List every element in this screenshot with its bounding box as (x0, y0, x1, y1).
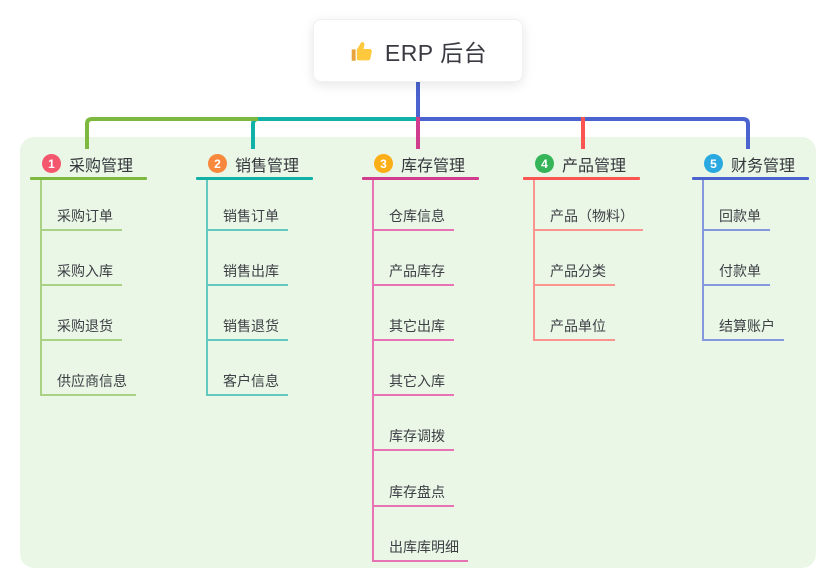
branch-number-badge: 2 (208, 154, 227, 173)
branch-label: 销售管理 (235, 157, 300, 175)
mindmap-item[interactable]: 产品（物料） (533, 204, 643, 231)
branch-label: 财务管理 (731, 157, 796, 175)
mindmap-item[interactable]: 库存调拨 (372, 424, 454, 452)
branch-spine-line (702, 180, 704, 341)
root-title: ERP 后台 (384, 39, 488, 66)
branch-title[interactable]: 2 销售管理 (196, 150, 313, 177)
branch-title[interactable]: 4 产品管理 (523, 150, 640, 177)
mindmap-item[interactable]: 结算账户 (702, 314, 784, 341)
branch-label: 采购管理 (69, 157, 134, 175)
branch-spine-line (533, 180, 535, 341)
branch-underline (362, 177, 479, 180)
thumbs-up-icon (349, 38, 375, 64)
mindmap-item[interactable]: 库存盘点 (372, 480, 454, 507)
branch-underline (30, 177, 147, 180)
mindmap-item[interactable]: 产品库存 (372, 259, 454, 286)
branch-spine-line (372, 180, 374, 562)
mindmap-item[interactable]: 仓库信息 (372, 204, 454, 231)
mindmap-item[interactable]: 其它出库 (372, 314, 454, 341)
branch-title[interactable]: 3 库存管理 (362, 150, 479, 177)
branch-spine-line (40, 180, 42, 397)
mindmap-item[interactable]: 付款单 (702, 259, 770, 286)
mindmap-item[interactable]: 客户信息 (206, 369, 288, 397)
branch-underline (196, 177, 313, 180)
branch-title[interactable]: 1 采购管理 (30, 150, 147, 177)
mindmap-item[interactable]: 采购退货 (40, 314, 122, 341)
root-node[interactable]: ERP 后台 (313, 19, 523, 82)
branch-spine-line (206, 180, 208, 397)
branch-title[interactable]: 5 财务管理 (692, 150, 809, 177)
branch-label: 库存管理 (401, 157, 466, 175)
mindmap-item[interactable]: 回款单 (702, 204, 770, 231)
mindmap-item[interactable]: 产品单位 (533, 314, 615, 341)
background-panel (20, 137, 816, 568)
branch-underline (692, 177, 809, 180)
branch-number-badge: 4 (535, 154, 554, 173)
branch-number-badge: 1 (42, 154, 61, 173)
branch-number-badge: 3 (374, 154, 393, 173)
mindmap-item[interactable]: 采购订单 (40, 204, 122, 231)
mindmap-item[interactable]: 出库库明细 (372, 535, 468, 562)
branch-label: 产品管理 (562, 157, 627, 175)
mindmap-item[interactable]: 供应商信息 (40, 369, 136, 397)
branch-number-badge: 5 (704, 154, 723, 173)
mindmap-item[interactable]: 销售订单 (206, 204, 288, 231)
mindmap-item[interactable]: 销售退货 (206, 314, 288, 341)
branch-underline (523, 177, 640, 180)
mindmap-item[interactable]: 产品分类 (533, 259, 615, 286)
mindmap-item[interactable]: 采购入库 (40, 259, 122, 286)
mindmap-item[interactable]: 其它入库 (372, 369, 454, 397)
mindmap-item[interactable]: 销售出库 (206, 259, 288, 286)
